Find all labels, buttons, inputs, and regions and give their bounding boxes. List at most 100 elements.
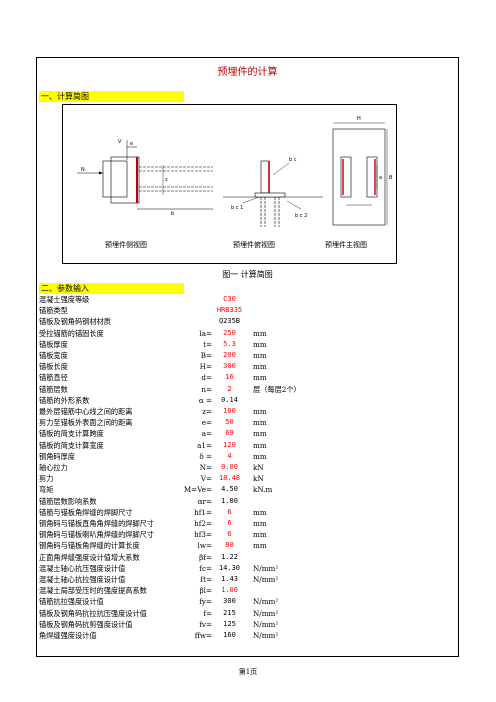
param-unit: mm [253,362,267,372]
param-symbol: M=Ve= [183,485,212,495]
param-label: 混凝土强度等级 [39,295,90,304]
param-label: 剪力至锚板外表面之间的距离 [39,418,133,428]
param-value: 18.48 [218,474,241,483]
param-symbol: t= [203,339,212,349]
param-unit: kN.m [253,485,273,495]
param-value: 5.3 [223,339,236,348]
param-unit: N/mm² [253,563,279,573]
param-symbol: e= [201,418,212,428]
param-symbol: βf= [199,552,212,562]
param-row: 锚板的简支计算跨度 a= 69 mm [39,428,454,439]
param-unit: mm [253,429,267,439]
param-symbol: B= [200,351,212,360]
param-label: 最外层锚筋中心线之间的距离 [39,407,133,416]
param-label: 弯矩 [39,485,54,495]
param-symbol: f= [203,608,212,618]
param-value: 69 [225,429,234,438]
param-label: 锚板及钢角码抗拉抗压强度设计值 [39,608,147,618]
param-row: 正面角焊缝强度设计值增大系数 βf= 1.22 [39,552,454,563]
section-params-heading: 二、参数输入 [39,283,184,294]
param-value: 120 [223,440,236,449]
caption-front-view: 预埋件主视图 [325,241,367,249]
param-unit: mm [253,530,267,540]
param-unit: mm [253,339,267,349]
param-label: 锚板的简支计算跨度 [39,429,104,439]
param-symbol: fc= [199,563,212,573]
param-label: 剪力 [39,474,54,484]
param-value: 4 [227,451,232,460]
param-unit: N/mm² [253,597,279,607]
param-value: 125 [223,619,236,628]
param-label: 钢角码厚度 [39,451,75,461]
param-value: 0.00 [221,463,238,471]
param-symbol: V= [200,474,212,484]
param-value: 6 [227,519,232,527]
label-a1: a [379,175,382,181]
param-symbol: N= [199,463,212,472]
param-symbol: hf2= [194,519,212,528]
param-symbol: n= [201,384,212,394]
param-unit: mm [253,541,267,551]
param-value: 100 [223,407,236,415]
top-view: b c b c 1 b c 2 [223,157,323,227]
param-label: 正面角焊缝强度设计值增大系数 [39,552,140,562]
param-unit: mm [253,418,267,428]
param-label: 锚板厚度 [39,339,68,349]
label-e: e [130,141,133,147]
param-symbol: αr= [197,496,212,506]
param-symbol: α = [198,395,212,405]
param-value: 300 [223,362,236,371]
param-unit: mm [253,507,267,517]
param-label: 锚板及钢角码钢材材质 [39,317,111,327]
param-value: 0.14 [221,395,238,404]
label-z: z [165,177,168,183]
param-value: 1.43 [221,575,238,583]
label-h: H [357,116,361,122]
page-title: 预埋件的计算 [217,67,278,78]
param-symbol: fv= [199,619,212,629]
param-row: 剪力 V= 18.48 kN [39,473,454,484]
param-symbol: la= [199,328,212,338]
section-diagram-heading: 一、计算简图 [39,91,184,102]
param-value: 16 [225,373,234,382]
param-row: 锚筋的外形系数 α = 0.14 [39,395,454,406]
param-label: 锚板宽度 [39,351,68,360]
param-row: 钢角码与锚板直角角焊缝的焊脚尺寸 hf2= 6 mm [39,518,454,529]
param-row: 混凝土强度等级 C30 [39,294,454,305]
param-unit: mm [253,519,267,528]
param-unit: kN [253,474,264,484]
param-label: 锚筋抗拉强度设计值 [39,597,104,607]
front-view: H B a [332,116,393,226]
param-value: C30 [223,295,236,303]
param-label: 钢角码与锚板直角角焊缝的焊脚尺寸 [39,519,155,528]
param-label: 锚筋类型 [39,306,68,316]
param-value: 1.22 [221,552,238,561]
param-value: 4.50 [221,485,238,494]
param-label: 锚板的简支计算宽度 [39,440,104,450]
param-label: 锚板长度 [39,362,68,372]
param-row: 剪力至锚板外表面之间的距离 e= 50 mm [39,417,454,428]
param-label: 锚筋的外形系数 [39,395,90,405]
param-value: 50 [225,418,234,427]
param-label: 锚筋直径 [39,373,68,383]
param-label: 锚筋与锚板角焊缝的焊脚尺寸 [39,507,133,517]
param-label: 轴心拉力 [39,463,68,472]
param-symbol: a= [201,429,212,439]
param-label: 钢角码与锚板角焊缝的计算长度 [39,541,140,551]
label-b: b [171,211,174,217]
param-symbol: lw= [197,541,212,551]
param-value: 6 [227,530,232,539]
param-symbol: H= [199,362,212,372]
